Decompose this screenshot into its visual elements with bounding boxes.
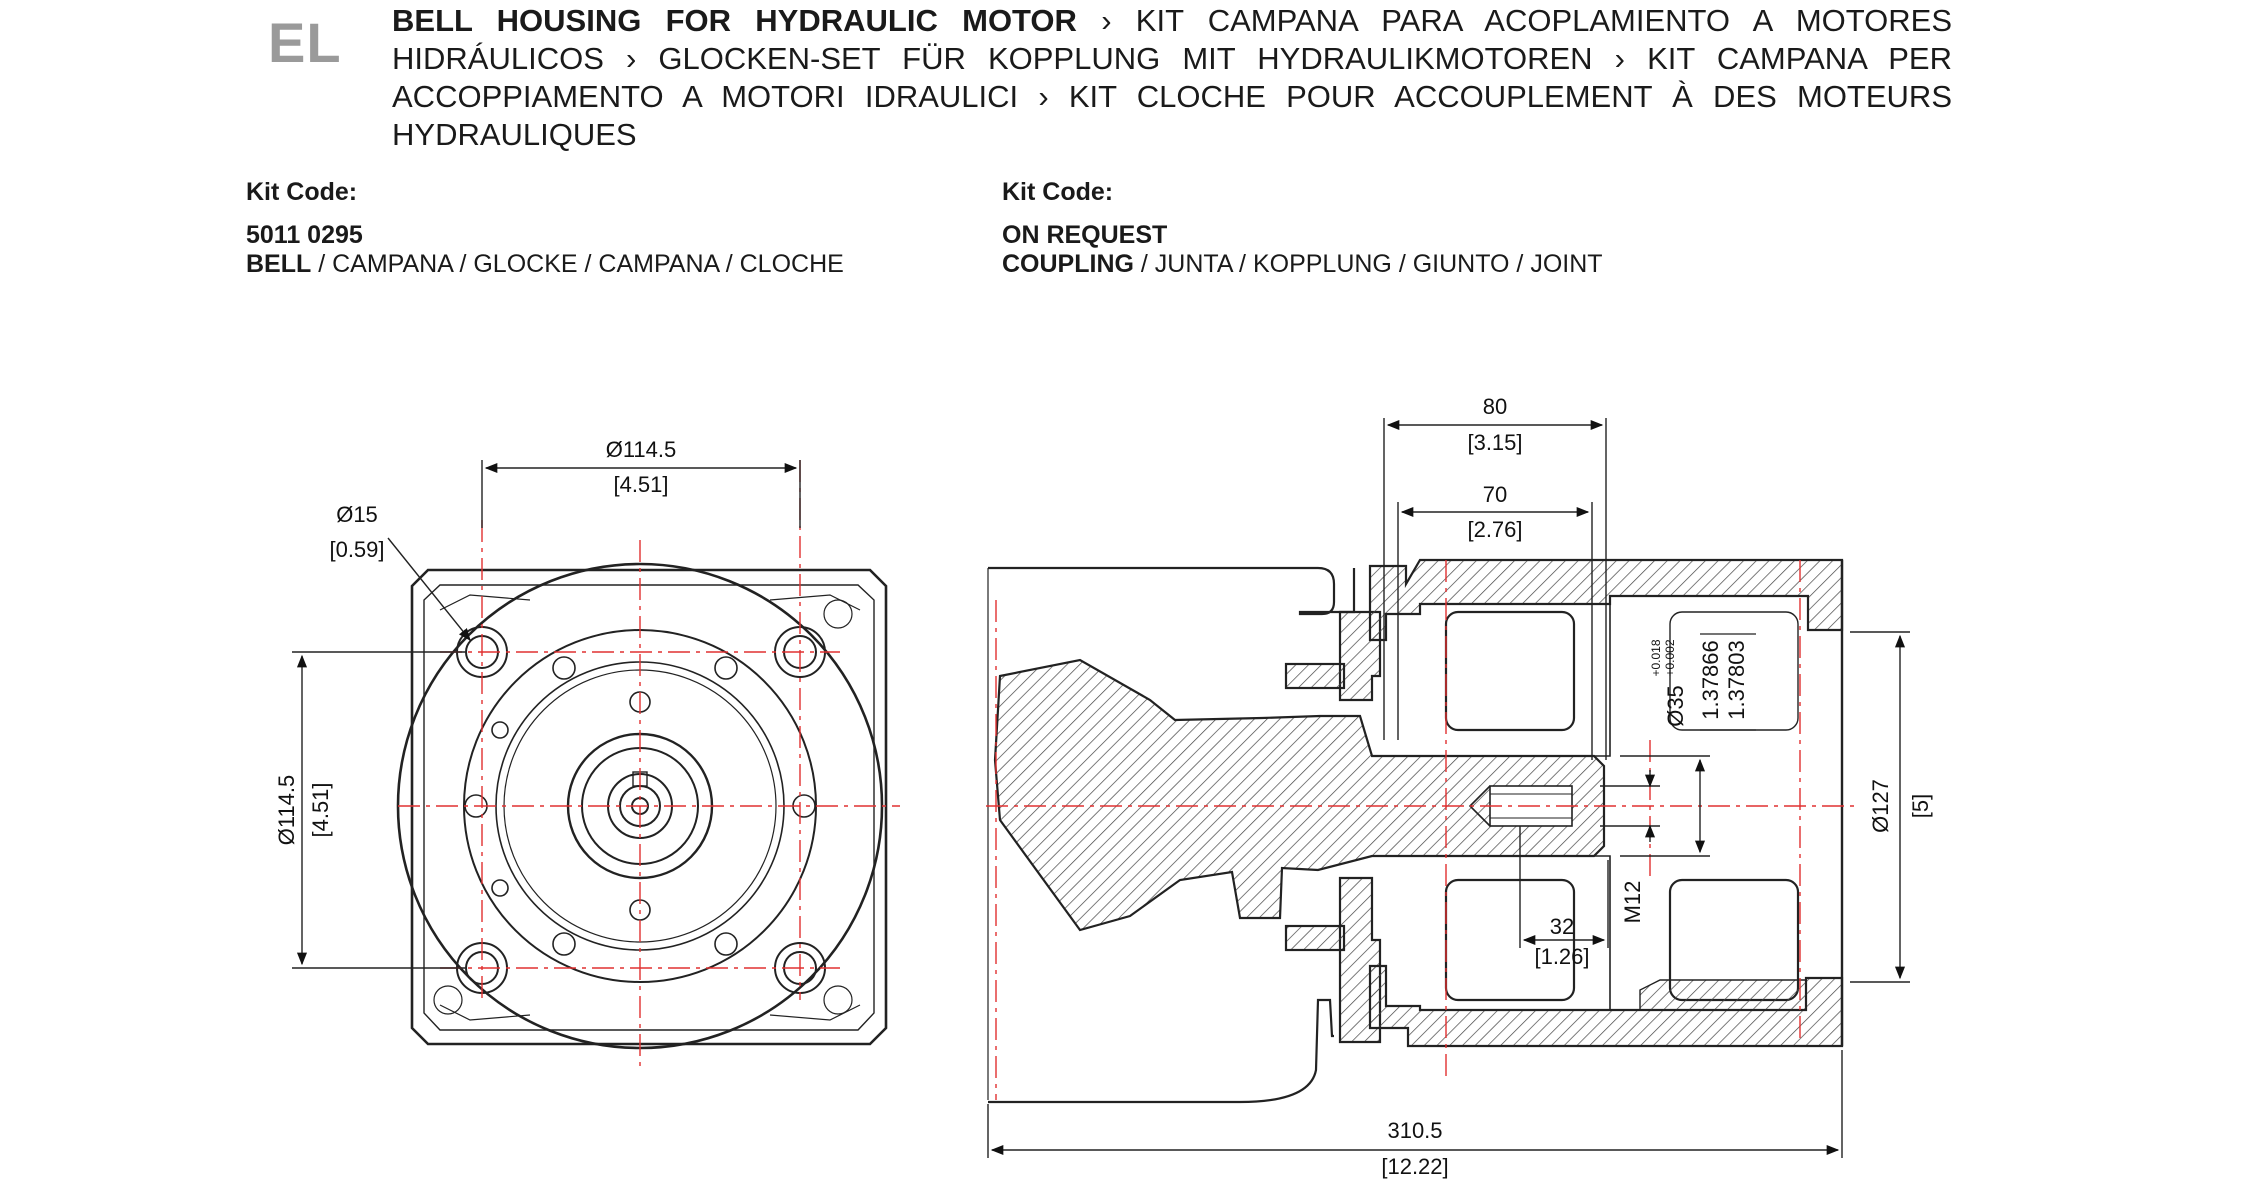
dim-70 [1397, 502, 1593, 760]
front-view [292, 460, 900, 1070]
front-dim-labels: Ø114.5 [4.51] Ø15 [0.59] Ø114.5 [4.51] [274, 437, 676, 845]
mounting-holes [456, 626, 826, 994]
bell-housing-section-bottom [1368, 964, 1844, 1048]
page-title: BELL HOUSING FOR HYDRAULIC MOTOR › KIT C… [392, 2, 1952, 154]
side-centerlines [986, 560, 1860, 1100]
flange-inner-outline [423, 584, 875, 1031]
kit-item: COUPLING / JUNTA / KOPPLUNG / GIUNTO / J… [1002, 250, 1603, 279]
motor-stud-top [1284, 662, 1346, 690]
dim-total-mm: 310.5 [1387, 1118, 1442, 1143]
coupling-hub-bottom [1420, 855, 1611, 1010]
side-dim-labels: 80 [3.15] 70 [2.76] Ø35 +0.018 +0.002 1.… [1381, 394, 1933, 1179]
kit-coupling: Kit Code: ON REQUEST COUPLING / JUNTA / … [1002, 178, 1603, 279]
dim-m12 [1600, 770, 1660, 842]
kit-code: ON REQUEST [1002, 221, 1168, 249]
dim-70-in: [2.76] [1467, 517, 1522, 542]
coupling-jaw-top-left [1444, 610, 1576, 732]
tol-lower: +0.002 [1663, 639, 1677, 676]
dim-32 [1519, 826, 1609, 948]
dim-hole-mm: Ø15 [336, 502, 378, 527]
kit-item-rest: / CAMPANA / GLOCKE / CAMPANA / CLOCHE [311, 250, 844, 278]
bore-in-bracket [1700, 633, 1756, 731]
kit-code: 5011 0295 [246, 221, 363, 249]
hole-leader [387, 537, 471, 641]
kit-item: BELL / CAMPANA / GLOCKE / CAMPANA / CLOC… [246, 250, 844, 279]
bore-in-1: 1.37866 [1698, 640, 1723, 720]
kit-bell: Kit Code: 5011 0295 BELL / CAMPANA / GLO… [246, 178, 844, 279]
dim-127-in: [5] [1908, 794, 1933, 818]
kit-label: Kit Code: [246, 178, 358, 206]
dim-thread: M12 [1620, 881, 1645, 924]
dim-left-bolt-circle [292, 651, 465, 969]
dim-bore-35 [1620, 755, 1710, 857]
dim-left-mm: Ø114.5 [274, 775, 299, 846]
dim-total-in: [12.22] [1381, 1154, 1448, 1179]
title-translations: › KIT CAMPANA PARA ACOPLAMIENTO A MOTORE… [392, 3, 1952, 152]
dim-70-mm: 70 [1483, 482, 1507, 507]
dim-top-in: [4.51] [613, 472, 668, 497]
language-code: EL [268, 11, 342, 74]
dim-total [987, 1050, 1843, 1158]
bore-in-2: 1.37803 [1724, 640, 1749, 720]
kit-item-bold: COUPLING [1002, 250, 1134, 278]
motor-body-outline [988, 566, 1356, 616]
dim-80-in: [3.15] [1467, 430, 1522, 455]
dim-127-mm: Ø127 [1868, 779, 1893, 833]
title-bold: BELL HOUSING FOR HYDRAULIC MOTOR [392, 3, 1077, 38]
dim-80-mm: 80 [1483, 394, 1507, 419]
motor-stud-bottom [1284, 924, 1346, 952]
side-view [986, 418, 1910, 1158]
dim-hole-in: [0.59] [329, 537, 384, 562]
tol-upper: +0.018 [1649, 639, 1663, 676]
flange-outline [410, 568, 888, 1046]
dim-left-in: [4.51] [308, 782, 333, 837]
front-centerlines [398, 460, 900, 1070]
dim-80 [1383, 418, 1607, 760]
dim-top-bolt-circle [481, 460, 801, 528]
kit-item-rest: / JUNTA / KOPPLUNG / GIUNTO / JOINT [1133, 250, 1603, 278]
coupling-bottom-hatch [1508, 979, 1807, 1011]
coupling-hub-top [1420, 603, 1611, 757]
kit-item-bold: BELL [246, 250, 312, 278]
dim-top-mm: Ø114.5 [606, 437, 677, 462]
dim-127 [1850, 631, 1910, 983]
dim-32-mm: 32 [1550, 914, 1574, 939]
motor-bottom-outline [988, 998, 1334, 1104]
corner-bosses [433, 594, 861, 1021]
dim-32-in: [1.26] [1534, 944, 1589, 969]
kit-label: Kit Code: [1002, 178, 1114, 206]
dim-bore-mm: Ø35 [1663, 685, 1688, 727]
